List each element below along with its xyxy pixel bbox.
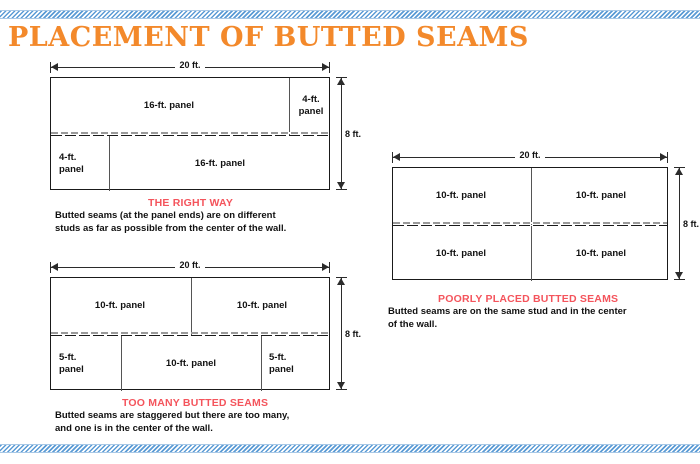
height-dimension-3: 8 ft.	[336, 277, 362, 390]
panel-divider-top-1	[289, 78, 290, 135]
panel-label-bottom-1b: 16-ft. panel	[194, 158, 246, 169]
arrowhead-up-icon	[675, 168, 684, 175]
top-decorative-rule	[0, 10, 700, 19]
width-dimension-3: 20 ft.	[50, 260, 330, 273]
height-dimension-1: 8 ft.	[336, 77, 362, 190]
panel-divider-bottom-3b	[261, 335, 262, 391]
panel-label-top-3a: 10-ft. panel	[94, 300, 146, 311]
caption-body-1: Butted seams (at the panel ends) are on …	[55, 210, 287, 234]
width-dimension-text-3: 20 ft.	[50, 260, 330, 270]
panel-divider-bottom-3a	[121, 335, 122, 391]
dimension-cap-right	[329, 262, 330, 273]
height-dimension-2: 8 ft.	[674, 167, 700, 280]
arrowhead-right-icon	[660, 153, 667, 162]
seam-dash	[51, 332, 329, 334]
panel-label-bottom-3a: 5-ft. panel	[59, 352, 84, 375]
dimension-cap-right	[667, 152, 668, 163]
seam-solid	[51, 134, 329, 136]
butted-seam-line-3	[51, 332, 329, 336]
dimension-bar	[679, 167, 680, 280]
width-dimension-1: 20 ft.	[50, 60, 330, 73]
panel-label-bottom-3c: 5-ft. panel	[269, 352, 294, 375]
butted-seam-line-1	[51, 132, 329, 136]
dimension-bar	[341, 277, 342, 390]
panel-label-top-1b: 4-ft. panel	[298, 94, 324, 117]
dimension-cap-right	[329, 62, 330, 73]
panel-label-bottom-2b: 10-ft. panel	[575, 248, 627, 259]
dimension-cap-top	[336, 77, 347, 78]
wall-rect-2: 10-ft. panel 10-ft. panel 10-ft. panel 1…	[392, 167, 668, 281]
caption-heading-2: POORLY PLACED BUTTED SEAMS	[438, 293, 619, 305]
panel-label-top-2b: 10-ft. panel	[575, 190, 627, 201]
seam-solid	[51, 334, 329, 336]
arrowhead-up-icon	[337, 78, 346, 85]
seam-dash	[51, 132, 329, 134]
seam-solid	[393, 224, 667, 226]
arrowhead-right-icon	[322, 263, 329, 272]
wall-rect-3: 10-ft. panel 10-ft. panel 5-ft. panel 10…	[50, 277, 330, 391]
arrowhead-up-icon	[337, 278, 346, 285]
butted-seam-line-2	[393, 222, 667, 226]
height-dimension-text-2: 8 ft.	[683, 217, 700, 230]
dimension-cap-bottom	[336, 189, 347, 190]
dimension-bar	[341, 77, 342, 190]
panel-label-top-2a: 10-ft. panel	[435, 190, 487, 201]
caption-body-3: Butted seams are staggered but there are…	[55, 410, 290, 434]
dimension-cap-top	[336, 277, 347, 278]
panel-label-bottom-2a: 10-ft. panel	[435, 248, 487, 259]
panel-label-bottom-3b: 10-ft. panel	[165, 358, 217, 369]
caption-body-2: Butted seams are on the same stud and in…	[388, 306, 627, 330]
page-title: PLACEMENT OF BUTTED SEAMS	[8, 22, 529, 53]
caption-heading-1: THE RIGHT WAY	[148, 197, 234, 209]
panel-label-top-3b: 10-ft. panel	[236, 300, 288, 311]
height-dimension-text-3: 8 ft.	[345, 327, 362, 340]
arrowhead-right-icon	[322, 63, 329, 72]
dimension-cap-bottom	[674, 279, 685, 280]
arrowhead-down-icon	[337, 182, 346, 189]
arrowhead-left-icon	[51, 263, 58, 272]
arrowhead-down-icon	[337, 382, 346, 389]
arrowhead-down-icon	[675, 272, 684, 279]
dimension-cap-left	[50, 62, 51, 73]
dimension-cap-left	[50, 262, 51, 273]
width-dimension-2: 20 ft.	[392, 150, 668, 163]
wall-rect-1: 16-ft. panel 4-ft. panel 4-ft. panel 16-…	[50, 77, 330, 191]
panel-label-bottom-1a: 4-ft. panel	[59, 152, 84, 175]
height-dimension-text-1: 8 ft.	[345, 127, 362, 140]
panel-divider-bottom-1	[109, 135, 110, 191]
width-dimension-text-2: 20 ft.	[392, 150, 668, 160]
caption-heading-3: TOO MANY BUTTED SEAMS	[122, 397, 269, 409]
bottom-decorative-rule	[0, 444, 700, 453]
dimension-cap-left	[392, 152, 393, 163]
panel-divider-top-3	[191, 278, 192, 335]
dimension-cap-bottom	[336, 389, 347, 390]
arrowhead-left-icon	[51, 63, 58, 72]
arrowhead-left-icon	[393, 153, 400, 162]
dimension-cap-top	[674, 167, 685, 168]
width-dimension-text-1: 20 ft.	[50, 60, 330, 70]
panel-label-top-1a: 16-ft. panel	[143, 100, 195, 111]
seam-dash	[393, 222, 667, 224]
